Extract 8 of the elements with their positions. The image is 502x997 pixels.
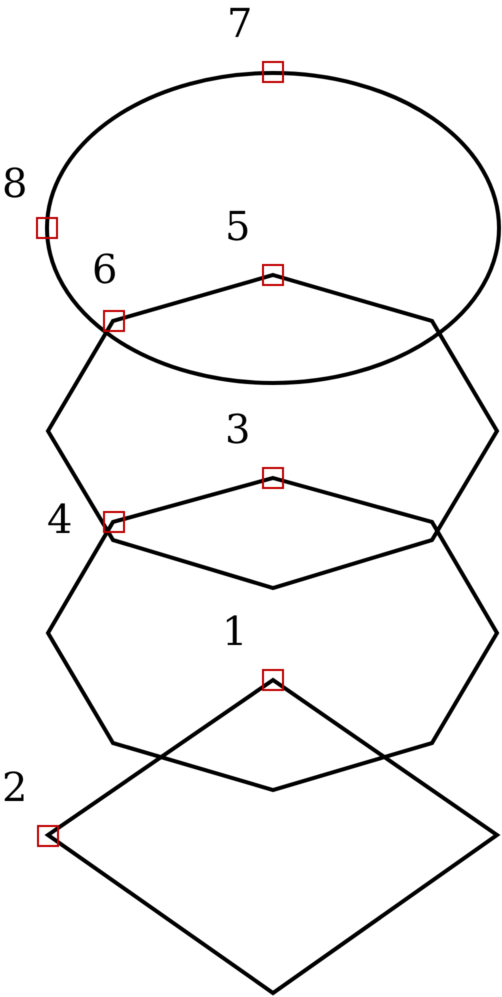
callout-number: 4	[47, 500, 72, 540]
callout-number: 6	[92, 250, 118, 290]
callout-number: 2	[2, 768, 28, 808]
callout-number: 8	[2, 164, 28, 204]
callout-number: 1	[222, 612, 248, 652]
callout-number: 3	[225, 410, 250, 450]
callout-number: 7	[227, 4, 252, 44]
callout-number: 5	[225, 207, 250, 247]
